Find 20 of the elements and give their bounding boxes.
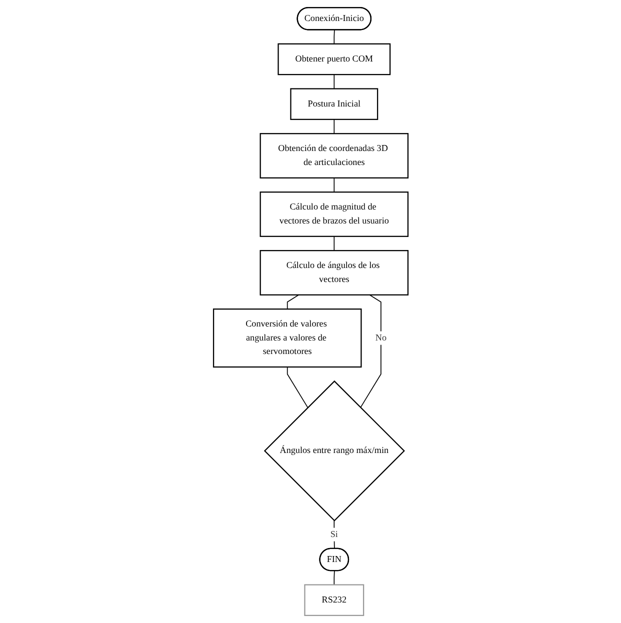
connector [333,177,334,193]
connector [333,570,335,586]
connector [333,520,335,550]
node-box: Postura Inicial [290,88,378,120]
node-box: Obtención de coordenadas 3D de articulaciones [260,133,408,178]
node-box: RS232 [304,584,364,616]
connector [333,74,334,90]
connector [286,366,308,408]
edge-label: No [375,332,386,343]
node-box: Obtener puerto COM [277,43,390,76]
node-box: Cálculo de ángulos de los vectores [260,250,408,296]
node-diamond: Ángulos entre rango máx/min [264,380,405,522]
connector [333,30,335,44]
node-box: Cálculo de magnitud de vectores de brazos del usuario [260,192,408,237]
connector [286,294,299,310]
connector [333,236,334,252]
edge-label: Si [330,529,338,540]
connector [333,118,334,134]
node-box: Conversión de valores angulares a valores de servomotores [212,308,362,368]
connector [360,294,382,408]
